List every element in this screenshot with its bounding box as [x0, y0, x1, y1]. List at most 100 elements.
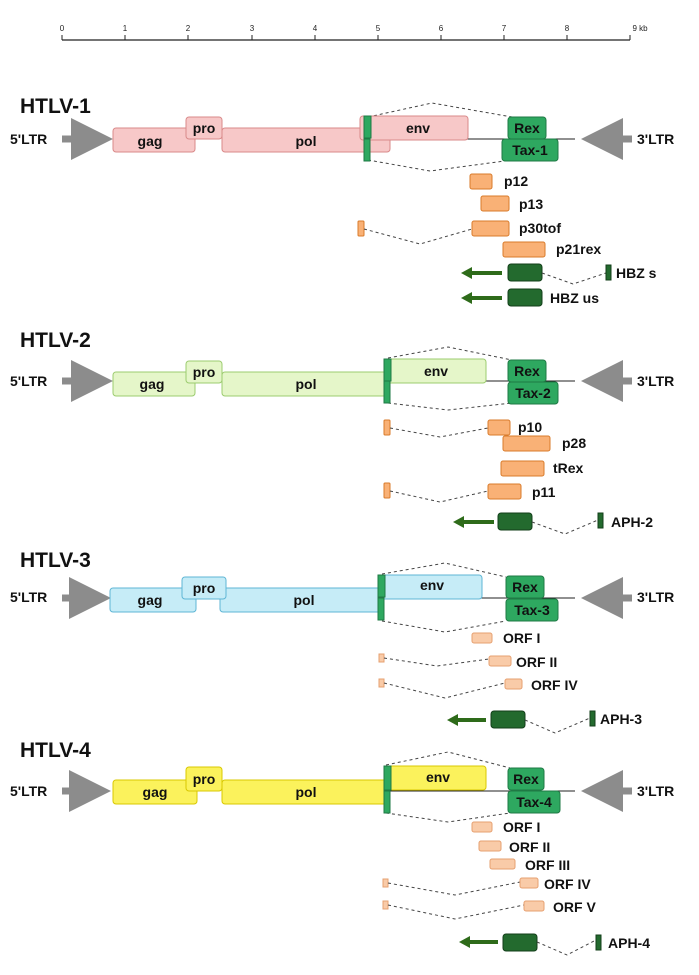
accessory-exon [502, 435, 551, 452]
scale-tick-label: 2 [186, 24, 191, 33]
pol-label: pol [296, 784, 317, 800]
splice-line [367, 159, 513, 172]
virus-title: HTLV-2 [20, 329, 91, 352]
splice-line [387, 881, 521, 896]
regulatory-exon [363, 138, 371, 162]
accessory-exon [504, 678, 523, 690]
pro-gene [181, 576, 227, 600]
accessory-label: ORF II [516, 654, 557, 670]
tax-gene [501, 138, 559, 162]
accessory-exon [378, 653, 385, 663]
scale-tick-label: 0 [60, 24, 65, 33]
tax-gene [507, 790, 561, 814]
rex-label: Rex [514, 363, 540, 379]
ltr3-label: 3'LTR [637, 131, 674, 147]
antisense-exon [502, 933, 538, 952]
splice-line [387, 402, 513, 411]
accessory-exon [383, 419, 391, 436]
accessory-exon [519, 877, 539, 889]
regulatory-exon [377, 574, 386, 598]
accessory-label: ORF I [503, 630, 540, 646]
accessory-label: p11 [532, 484, 556, 500]
accessory-exon [383, 482, 391, 499]
regulatory-exon [383, 790, 391, 814]
scale-tick-label: 3 [250, 24, 255, 33]
env-label: env [420, 577, 444, 593]
accessory-label: tRex [553, 460, 584, 476]
antisense-exon [507, 263, 543, 282]
ltr5-label: 5'LTR [10, 783, 47, 799]
htlv4-genome: HTLV-4 5'LTR 3'LTR gag pro pol env Rex T… [10, 739, 674, 956]
antisense-label: HBZ s [616, 265, 657, 281]
rex-label: Rex [514, 120, 540, 136]
splice-line [387, 904, 525, 920]
ltr5-label: 5'LTR [10, 589, 47, 605]
gag-label: gag [140, 376, 165, 392]
scale-tick-label: 9 kb [632, 24, 648, 33]
antisense-exon [490, 710, 526, 729]
regulatory-exon [383, 380, 391, 404]
rex-gene [507, 767, 545, 791]
pol-label: pol [294, 592, 315, 608]
env-label: env [426, 769, 450, 785]
antisense-arrowhead [461, 267, 472, 279]
accessory-exon [488, 655, 512, 667]
htlv2-genome: HTLV-2 5'LTR 3'LTR gag pro pol env Rex T… [10, 329, 674, 535]
virus-title: HTLV-3 [20, 549, 91, 572]
tax-label: Tax-2 [515, 385, 551, 401]
accessory-label: p10 [518, 419, 542, 435]
accessory-exon [471, 632, 493, 644]
ltr3-label: 3'LTR [637, 783, 674, 799]
antisense-exon [597, 512, 604, 529]
accessory-exon [357, 220, 365, 237]
virus-title: HTLV-1 [20, 95, 91, 118]
accessory-exon [471, 220, 510, 237]
scale-tick-label: 8 [565, 24, 570, 33]
pro-gene [185, 766, 223, 792]
splice-line [531, 519, 599, 535]
scale-tick-label: 5 [376, 24, 381, 33]
env-label: env [424, 363, 448, 379]
pol-label: pol [296, 133, 317, 149]
pro-label: pro [193, 580, 216, 596]
pro-label: pro [193, 771, 216, 787]
pro-gene [185, 360, 223, 384]
htlv3-genome: HTLV-3 5'LTR 3'LTR gag pro pol env Rex T… [10, 549, 674, 734]
tax-label: Tax-1 [512, 142, 548, 158]
splice-line [389, 427, 489, 438]
antisense-exon [605, 264, 612, 281]
antisense-label: HBZ us [550, 290, 599, 306]
htlv1-genome: HTLV-1 5'LTR 3'LTR gag pro pol env Rex T… [10, 95, 674, 307]
gag-label: gag [138, 592, 163, 608]
accessory-label: ORF IV [544, 876, 591, 892]
gag-gene [109, 587, 197, 613]
antisense-label: APH-3 [600, 711, 642, 727]
accessory-exon [478, 840, 502, 852]
antisense-exon [497, 512, 533, 531]
antisense-label: APH-4 [608, 935, 650, 951]
accessory-label: ORF I [503, 819, 540, 835]
ltr5-label: 5'LTR [10, 131, 47, 147]
kb-scale: 0 1 2 3 4 5 6 7 8 9 kb [60, 24, 648, 41]
gag-gene [112, 127, 196, 153]
env-label: env [406, 120, 430, 136]
rex-gene [505, 575, 545, 599]
pol-label: pol [296, 376, 317, 392]
splice-line [541, 272, 607, 285]
regulatory-exon [363, 115, 372, 139]
accessory-label: p12 [504, 173, 528, 189]
splice-line [383, 657, 490, 667]
gag-gene [112, 779, 198, 805]
pro-label: pro [193, 120, 216, 136]
ltr3-label: 3'LTR [637, 589, 674, 605]
splice-line [381, 620, 507, 633]
gag-label: gag [143, 784, 168, 800]
virus-title: HTLV-4 [20, 739, 91, 762]
tax-label: Tax-4 [516, 794, 552, 810]
tax-label: Tax-3 [514, 602, 550, 618]
scale-tick-label: 4 [313, 24, 318, 33]
splice-line [524, 717, 591, 734]
rex-label: Rex [513, 771, 539, 787]
